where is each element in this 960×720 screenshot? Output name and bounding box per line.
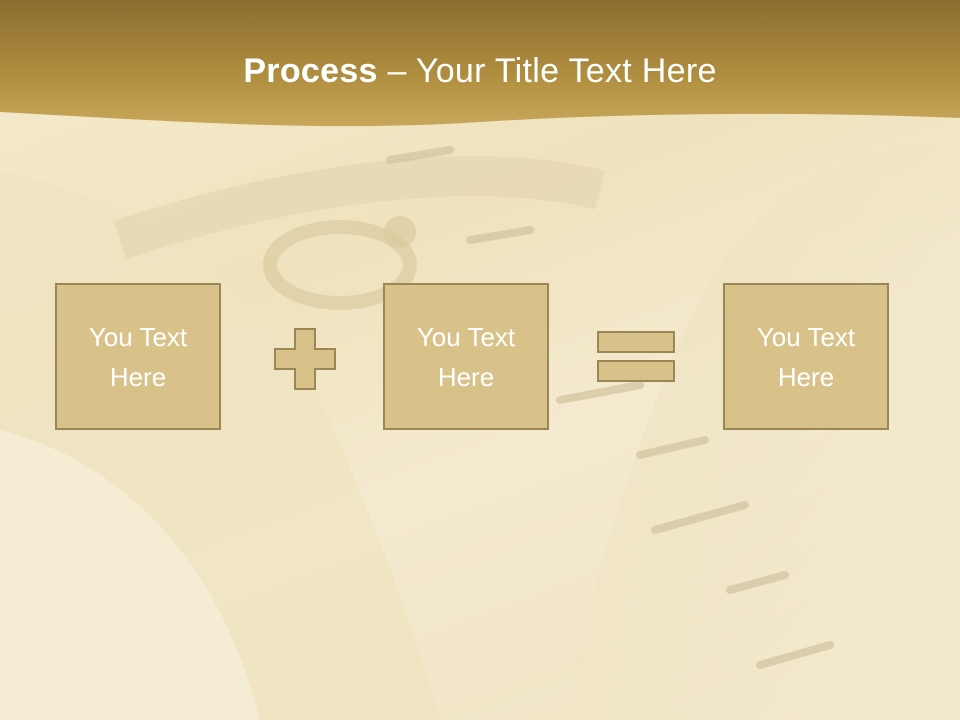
title-rest: – Your Title Text Here: [377, 52, 717, 90]
plus-icon: [274, 328, 336, 390]
text-box-1-label: You Text Here: [88, 321, 188, 392]
text-box-2[interactable]: You Text Here: [383, 283, 549, 430]
text-box-2-label: You Text Here: [416, 321, 516, 392]
text-box-1[interactable]: You Text Here: [55, 283, 221, 430]
slide-title: Process – Your Title Text Here: [0, 52, 960, 91]
text-box-3-label: You Text Here: [756, 321, 856, 392]
title-bold: Process: [243, 52, 378, 90]
equals-icon: [597, 331, 675, 382]
text-box-3[interactable]: You Text Here: [723, 283, 889, 430]
